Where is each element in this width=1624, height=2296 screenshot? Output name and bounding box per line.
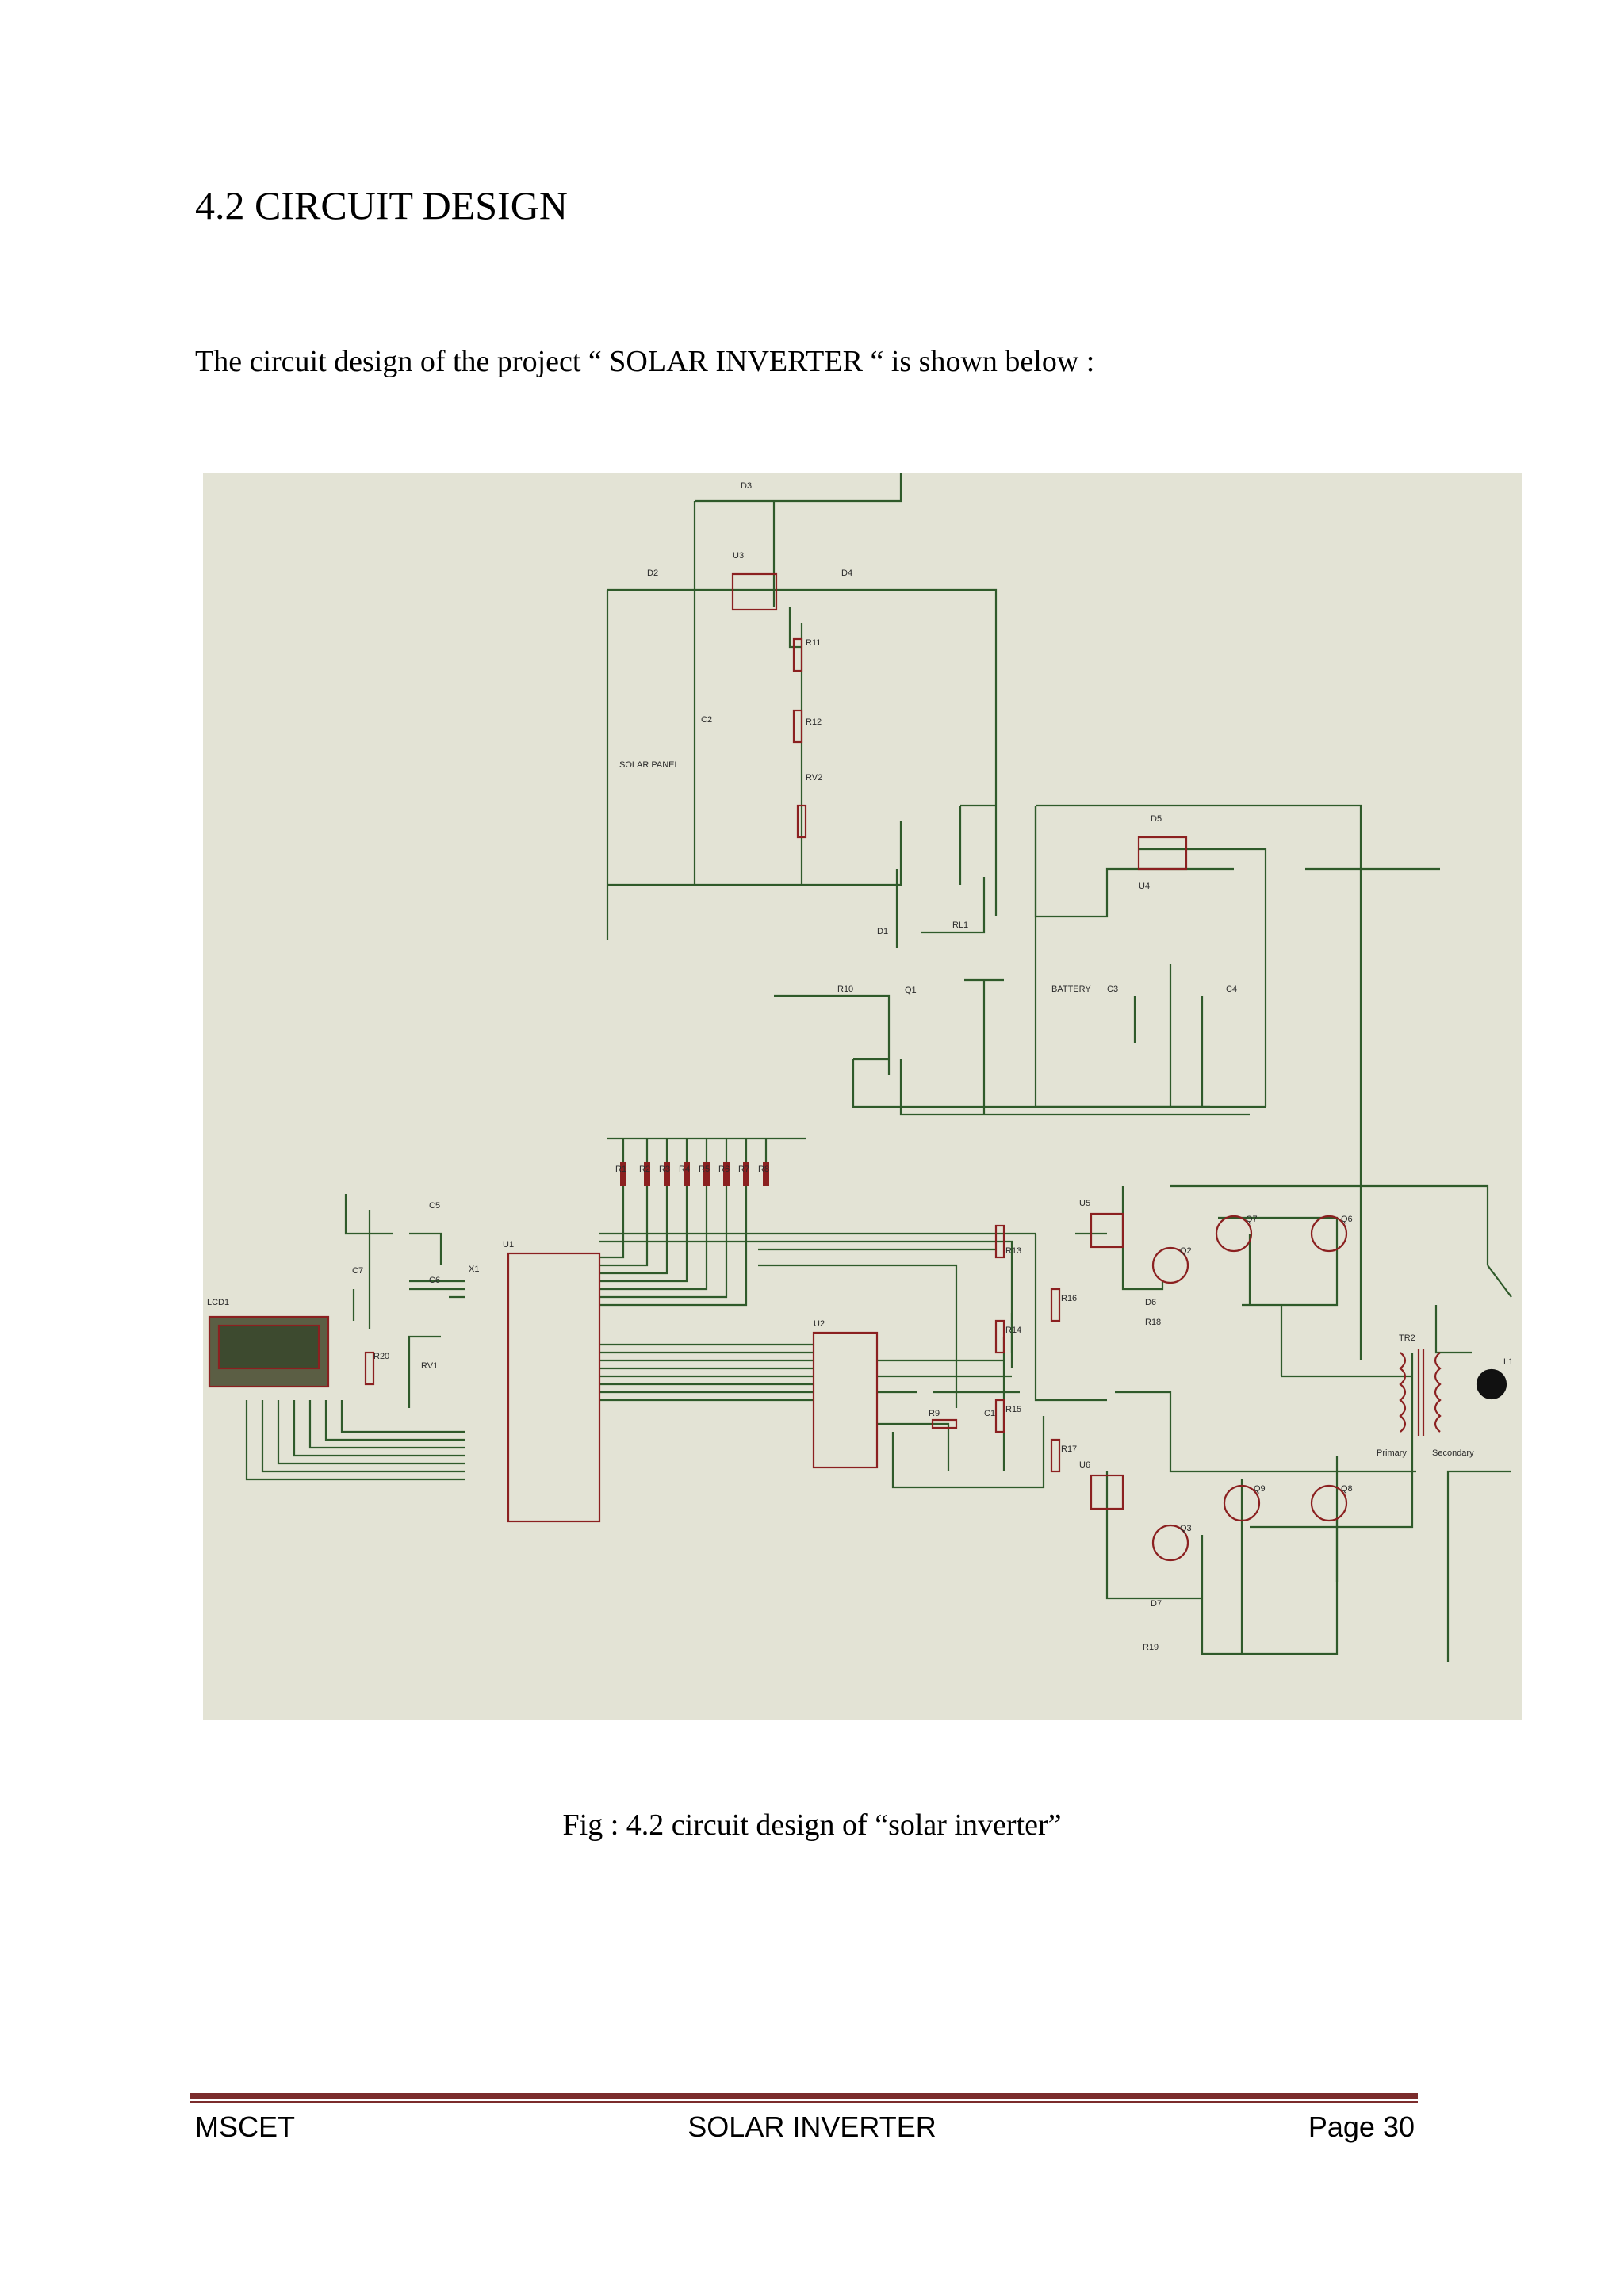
label-r9: R9: [929, 1409, 940, 1418]
label-r12: R12: [806, 718, 822, 727]
label-solar-panel: SOLAR PANEL: [619, 760, 680, 770]
label-primary: Primary: [1377, 1448, 1407, 1458]
label-x1: X1: [469, 1265, 479, 1274]
wires: [245, 473, 1512, 1662]
label-q2: Q2: [1180, 1246, 1192, 1256]
label-r18: R18: [1145, 1318, 1161, 1327]
label-c4: C4: [1226, 985, 1237, 994]
label-u1: U1: [503, 1240, 514, 1249]
label-tr2: TR2: [1399, 1334, 1415, 1343]
label-r17: R17: [1061, 1445, 1077, 1454]
intro-paragraph: The circuit design of the project “ SOLA…: [195, 345, 1095, 378]
component-labels: D3 D2 U3 D4 R11 R12 RV2 C2 SOLAR PANEL D…: [207, 481, 1513, 1652]
transformer-tr2: [1399, 1349, 1442, 1436]
label-r5: R5: [699, 1165, 710, 1174]
label-u4: U4: [1139, 882, 1150, 891]
label-rv2: RV2: [806, 773, 822, 783]
section-heading: 4.2 CIRCUIT DESIGN: [195, 183, 568, 228]
label-d3: D3: [741, 481, 752, 491]
label-c2: C2: [701, 715, 712, 725]
resistor-bank: [620, 1162, 769, 1186]
label-r3: R3: [659, 1165, 670, 1174]
label-d2: D2: [647, 568, 658, 578]
footer-page-number: Page 30: [1308, 2110, 1415, 2143]
label-c6: C6: [429, 1276, 440, 1285]
circuit-schematic: D3 D2 U3 D4 R11 R12 RV2 C2 SOLAR PANEL D…: [207, 473, 1513, 1662]
label-r20: R20: [373, 1352, 389, 1361]
label-q3: Q3: [1180, 1524, 1192, 1533]
label-rv1: RV1: [421, 1361, 438, 1371]
footer-center: SOLAR INVERTER: [688, 2110, 936, 2143]
label-rl1: RL1: [952, 920, 968, 930]
label-r15: R15: [1005, 1405, 1021, 1414]
label-c7: C7: [352, 1266, 363, 1276]
label-r4: R4: [679, 1165, 690, 1174]
label-r8: R8: [758, 1165, 769, 1174]
label-r7: R7: [738, 1165, 749, 1174]
label-u2: U2: [814, 1319, 825, 1329]
label-r6: R6: [718, 1165, 730, 1174]
label-d1: D1: [877, 927, 888, 936]
label-c1: C1: [984, 1409, 995, 1418]
label-l1: L1: [1503, 1357, 1513, 1367]
label-c5: C5: [429, 1201, 440, 1211]
label-lcd1: LCD1: [207, 1298, 229, 1307]
label-r14: R14: [1005, 1326, 1021, 1335]
footer-rule: [190, 2093, 1418, 2099]
label-d7: D7: [1151, 1599, 1162, 1609]
label-u3: U3: [733, 551, 744, 561]
label-r10: R10: [837, 985, 853, 994]
label-r1: R1: [615, 1165, 626, 1174]
label-r2: R2: [639, 1165, 650, 1174]
label-battery: BATTERY: [1051, 985, 1091, 994]
label-q6: Q6: [1341, 1215, 1353, 1224]
label-q8: Q8: [1341, 1484, 1353, 1494]
label-q7: Q7: [1246, 1215, 1258, 1224]
label-r13: R13: [1005, 1246, 1021, 1256]
label-r19: R19: [1143, 1643, 1159, 1652]
label-d5: D5: [1151, 814, 1162, 824]
label-secondary: Secondary: [1432, 1448, 1474, 1458]
components: [208, 572, 1507, 1562]
label-d6: D6: [1145, 1298, 1156, 1307]
circuit-schematic-figure: D3 D2 U3 D4 R11 R12 RV2 C2 SOLAR PANEL D…: [203, 473, 1522, 1720]
label-q9: Q9: [1254, 1484, 1266, 1494]
label-d4: D4: [841, 568, 852, 578]
label-u6: U6: [1079, 1460, 1090, 1470]
label-u5: U5: [1079, 1199, 1090, 1208]
footer-rule-thin: [190, 2101, 1418, 2103]
label-r11: R11: [806, 638, 821, 648]
label-c3: C3: [1107, 985, 1118, 994]
footer-left: MSCET: [195, 2110, 295, 2143]
label-r16: R16: [1061, 1294, 1077, 1303]
figure-caption: Fig : 4.2 circuit design of “solar inver…: [562, 1808, 1062, 1842]
label-q1: Q1: [905, 985, 917, 995]
